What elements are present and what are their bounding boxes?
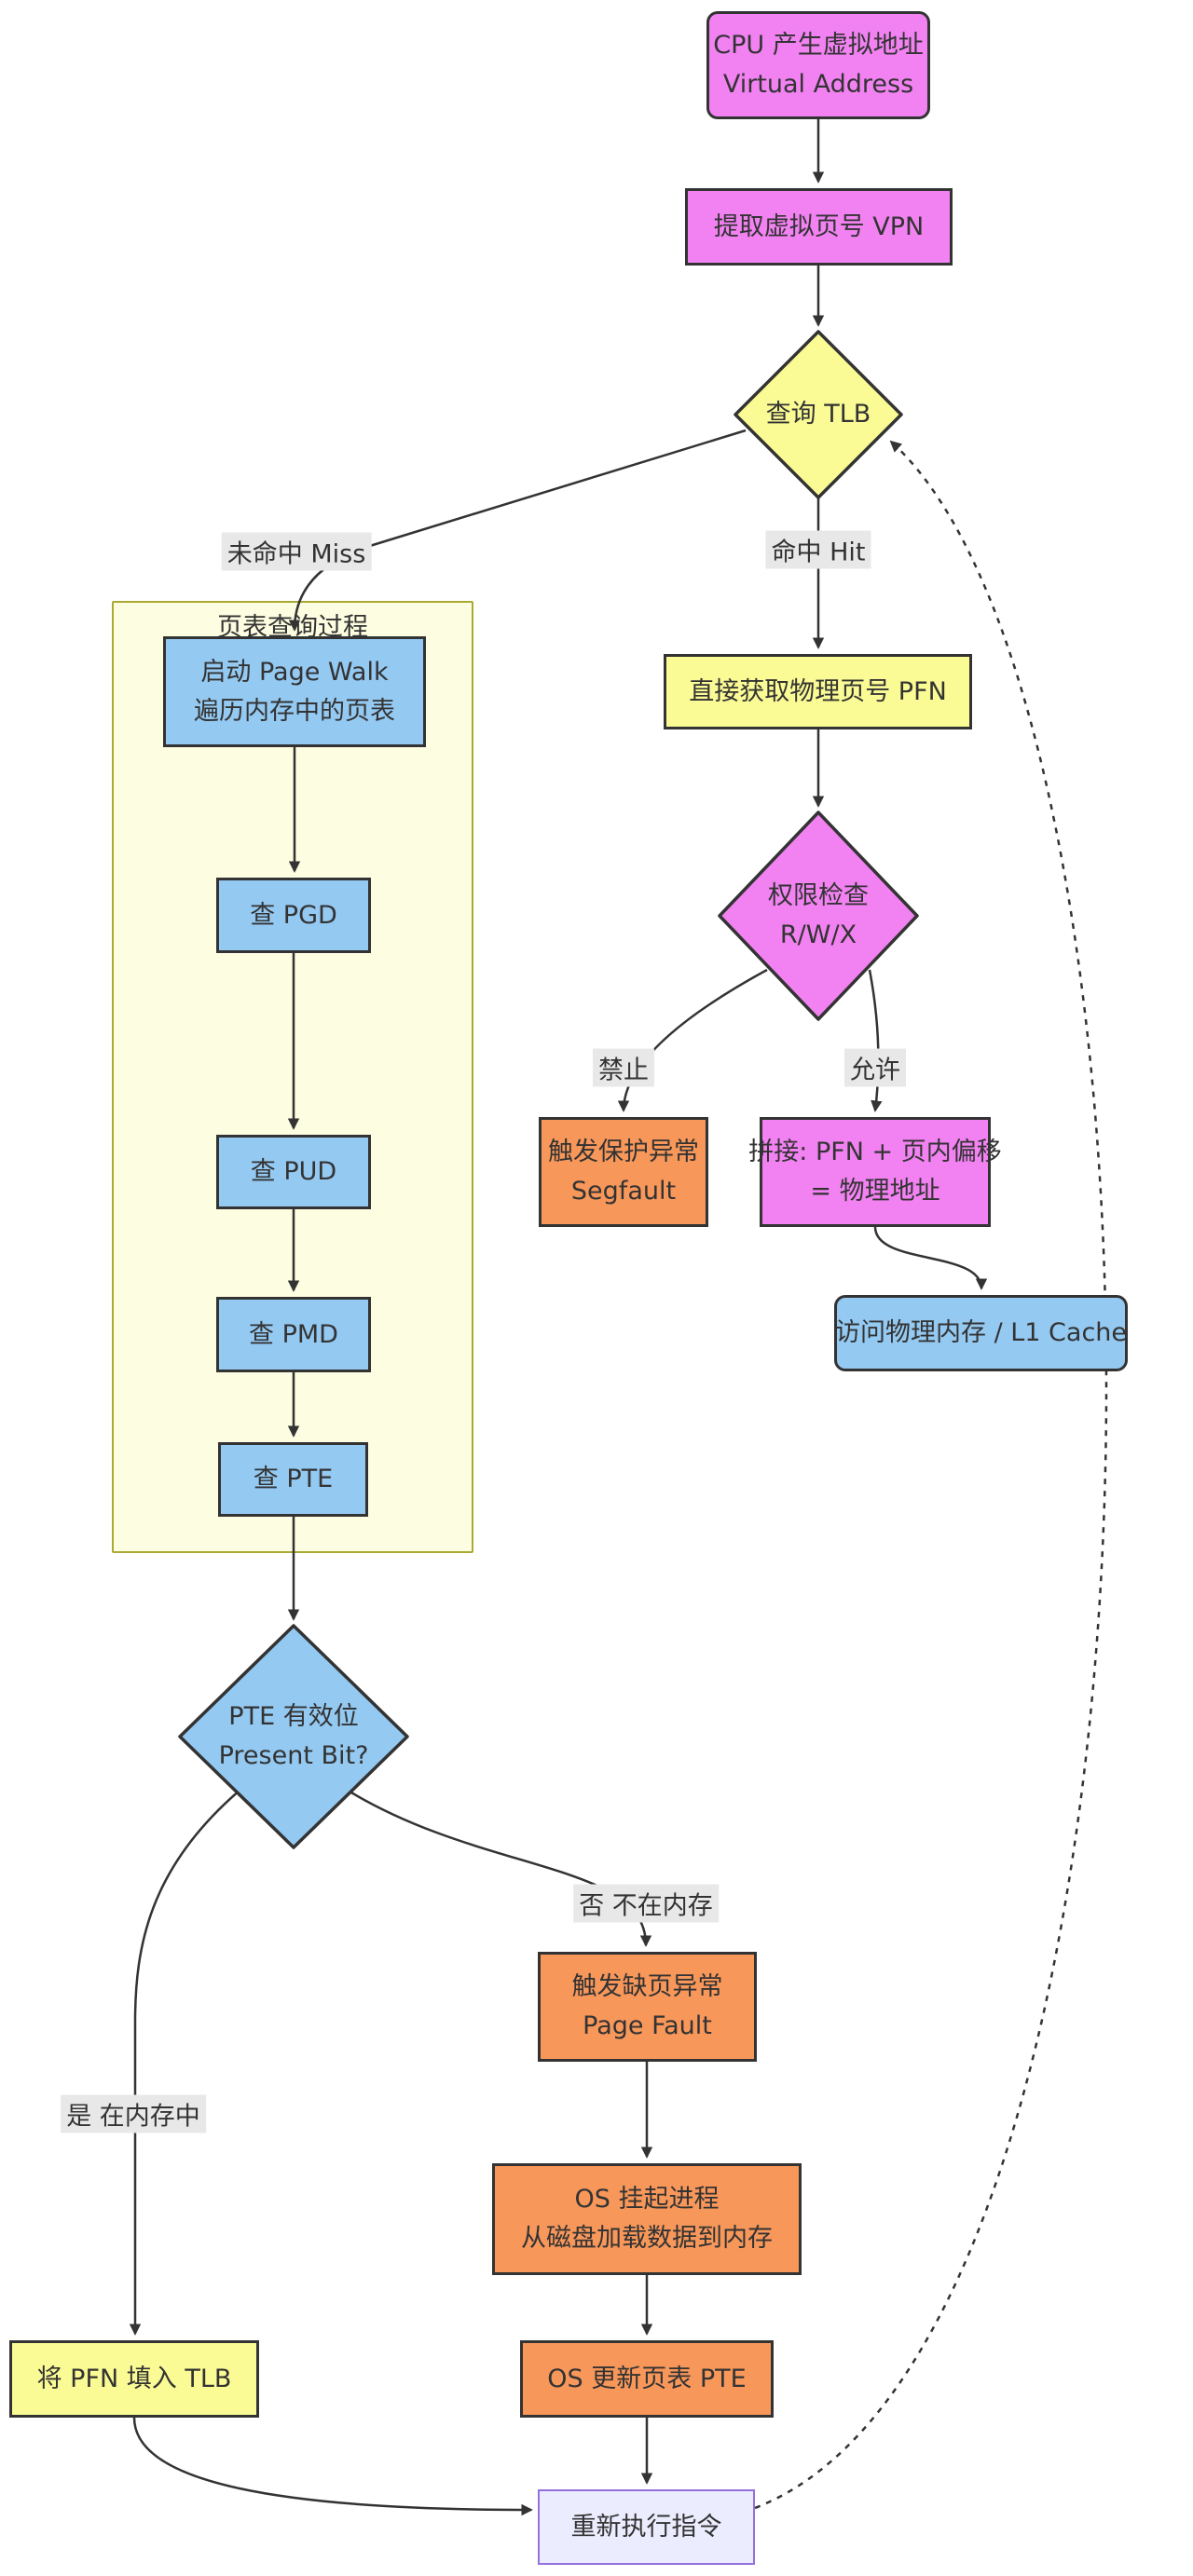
node-lookup-pmd: 查 PMD [216, 1297, 371, 1372]
diamond-query-tlb [734, 330, 903, 499]
node-lookup-pmd-label: 查 PMD [249, 1319, 338, 1349]
node-start-page-walk-line1: 启动 Page Walk [200, 657, 389, 687]
node-extract-vpn-label: 提取虚拟页号 VPN [713, 211, 925, 241]
diamond-present-bit-text: PTE 有效位 Present Bit? [219, 1697, 369, 1776]
node-access-memory: 访问物理内存 / L1 Cache [834, 1295, 1128, 1371]
node-os-update-pte-label: OS 更新页表 PTE [547, 2364, 747, 2393]
node-lookup-pte: 查 PTE [218, 1442, 368, 1517]
node-segfault: 触发保护异常 Segfault [539, 1117, 708, 1227]
node-start-page-walk-line2: 遍历内存中的页表 [194, 696, 395, 726]
node-retry-instruction-label: 重新执行指令 [570, 2512, 722, 2542]
diamond-permission-line2: R/W/X [779, 920, 857, 949]
node-page-fault-line1: 触发缺页异常 [571, 1972, 723, 2002]
edge-retry-tlb-dashed [754, 440, 1108, 2510]
node-retry-instruction: 重新执行指令 [538, 2489, 755, 2565]
node-os-suspend-line2: 从磁盘加载数据到内存 [521, 2224, 773, 2253]
node-fill-tlb: 将 PFN 填入 TLB [9, 2340, 259, 2418]
edge-perm-deny-segfault [617, 968, 768, 1112]
diamond-permission-check [718, 811, 919, 1021]
node-os-suspend-load: OS 挂起进程 从磁盘加载数据到内存 [492, 2163, 802, 2275]
node-extract-vpn: 提取虚拟页号 VPN [685, 188, 953, 266]
edge-label-yes-in-memory: 是 在内存中 [61, 2094, 206, 2133]
node-page-fault: 触发缺页异常 Page Fault [538, 1952, 757, 2062]
diamond-query-tlb-label: 查询 TLB [765, 400, 871, 429]
node-segfault-line1: 触发保护异常 [548, 1138, 699, 1167]
edge-label-deny: 禁止 [593, 1048, 654, 1087]
diamond-permission-check-text: 权限检查 R/W/X [768, 877, 869, 955]
node-lookup-pud-label: 查 PUD [250, 1157, 337, 1187]
node-get-pfn: 直接获取物理页号 PFN [664, 654, 972, 729]
edge-label-miss: 未命中 Miss [221, 532, 372, 571]
node-start-page-walk: 启动 Page Walk 遍历内存中的页表 [163, 636, 426, 747]
node-lookup-pgd-label: 查 PGD [250, 900, 337, 930]
node-fill-tlb-label: 将 PFN 填入 TLB [36, 2364, 232, 2393]
diamond-present-line2: Present Bit? [218, 1741, 369, 1770]
node-lookup-pgd: 查 PGD [216, 878, 371, 953]
edge-perm-allow-concat [868, 969, 883, 1112]
node-cpu-virtual-address-line2: Virtual Address [722, 70, 914, 99]
node-access-memory-label: 访问物理内存 / L1 Cache [834, 1318, 1128, 1348]
edge-label-no-not-in-memory: 否 不在内存 [573, 1884, 719, 1923]
node-lookup-pud: 查 PUD [216, 1135, 371, 1209]
node-cpu-virtual-address: CPU 产生虚拟地址 Virtual Address [706, 11, 930, 119]
diamond-present-line1: PTE 有效位 [228, 1702, 359, 1732]
edge-label-hit: 命中 Hit [765, 530, 871, 569]
node-concat-line2: = 物理地址 [810, 1177, 940, 1206]
node-get-pfn-label: 直接获取物理页号 PFN [689, 676, 947, 706]
node-segfault-line2: Segfault [570, 1177, 677, 1206]
diamond-permission-line1: 权限检查 [768, 881, 869, 911]
diamond-query-tlb-text: 查询 TLB [766, 395, 871, 434]
edge-label-allow: 允许 [844, 1048, 906, 1087]
edge-tlb-miss-pagewalk [288, 429, 747, 632]
edge-present-yes-filltlb [129, 1789, 241, 2336]
node-os-update-pte: OS 更新页表 PTE [520, 2340, 774, 2418]
node-concat-line1: 拼接: PFN + 页内偏移 [748, 1138, 1002, 1167]
edge-concat-mem [873, 1226, 988, 1290]
diamond-present-bit [178, 1624, 409, 1849]
node-os-suspend-line1: OS 挂起进程 [574, 2185, 720, 2215]
node-lookup-pte-label: 查 PTE [253, 1465, 334, 1494]
edge-filltlb-retry [132, 2417, 533, 2516]
node-cpu-virtual-address-line1: CPU 产生虚拟地址 [713, 31, 924, 61]
node-page-fault-line2: Page Fault [583, 2011, 712, 2040]
node-concat-physical-address: 拼接: PFN + 页内偏移 = 物理地址 [748, 1117, 1002, 1227]
